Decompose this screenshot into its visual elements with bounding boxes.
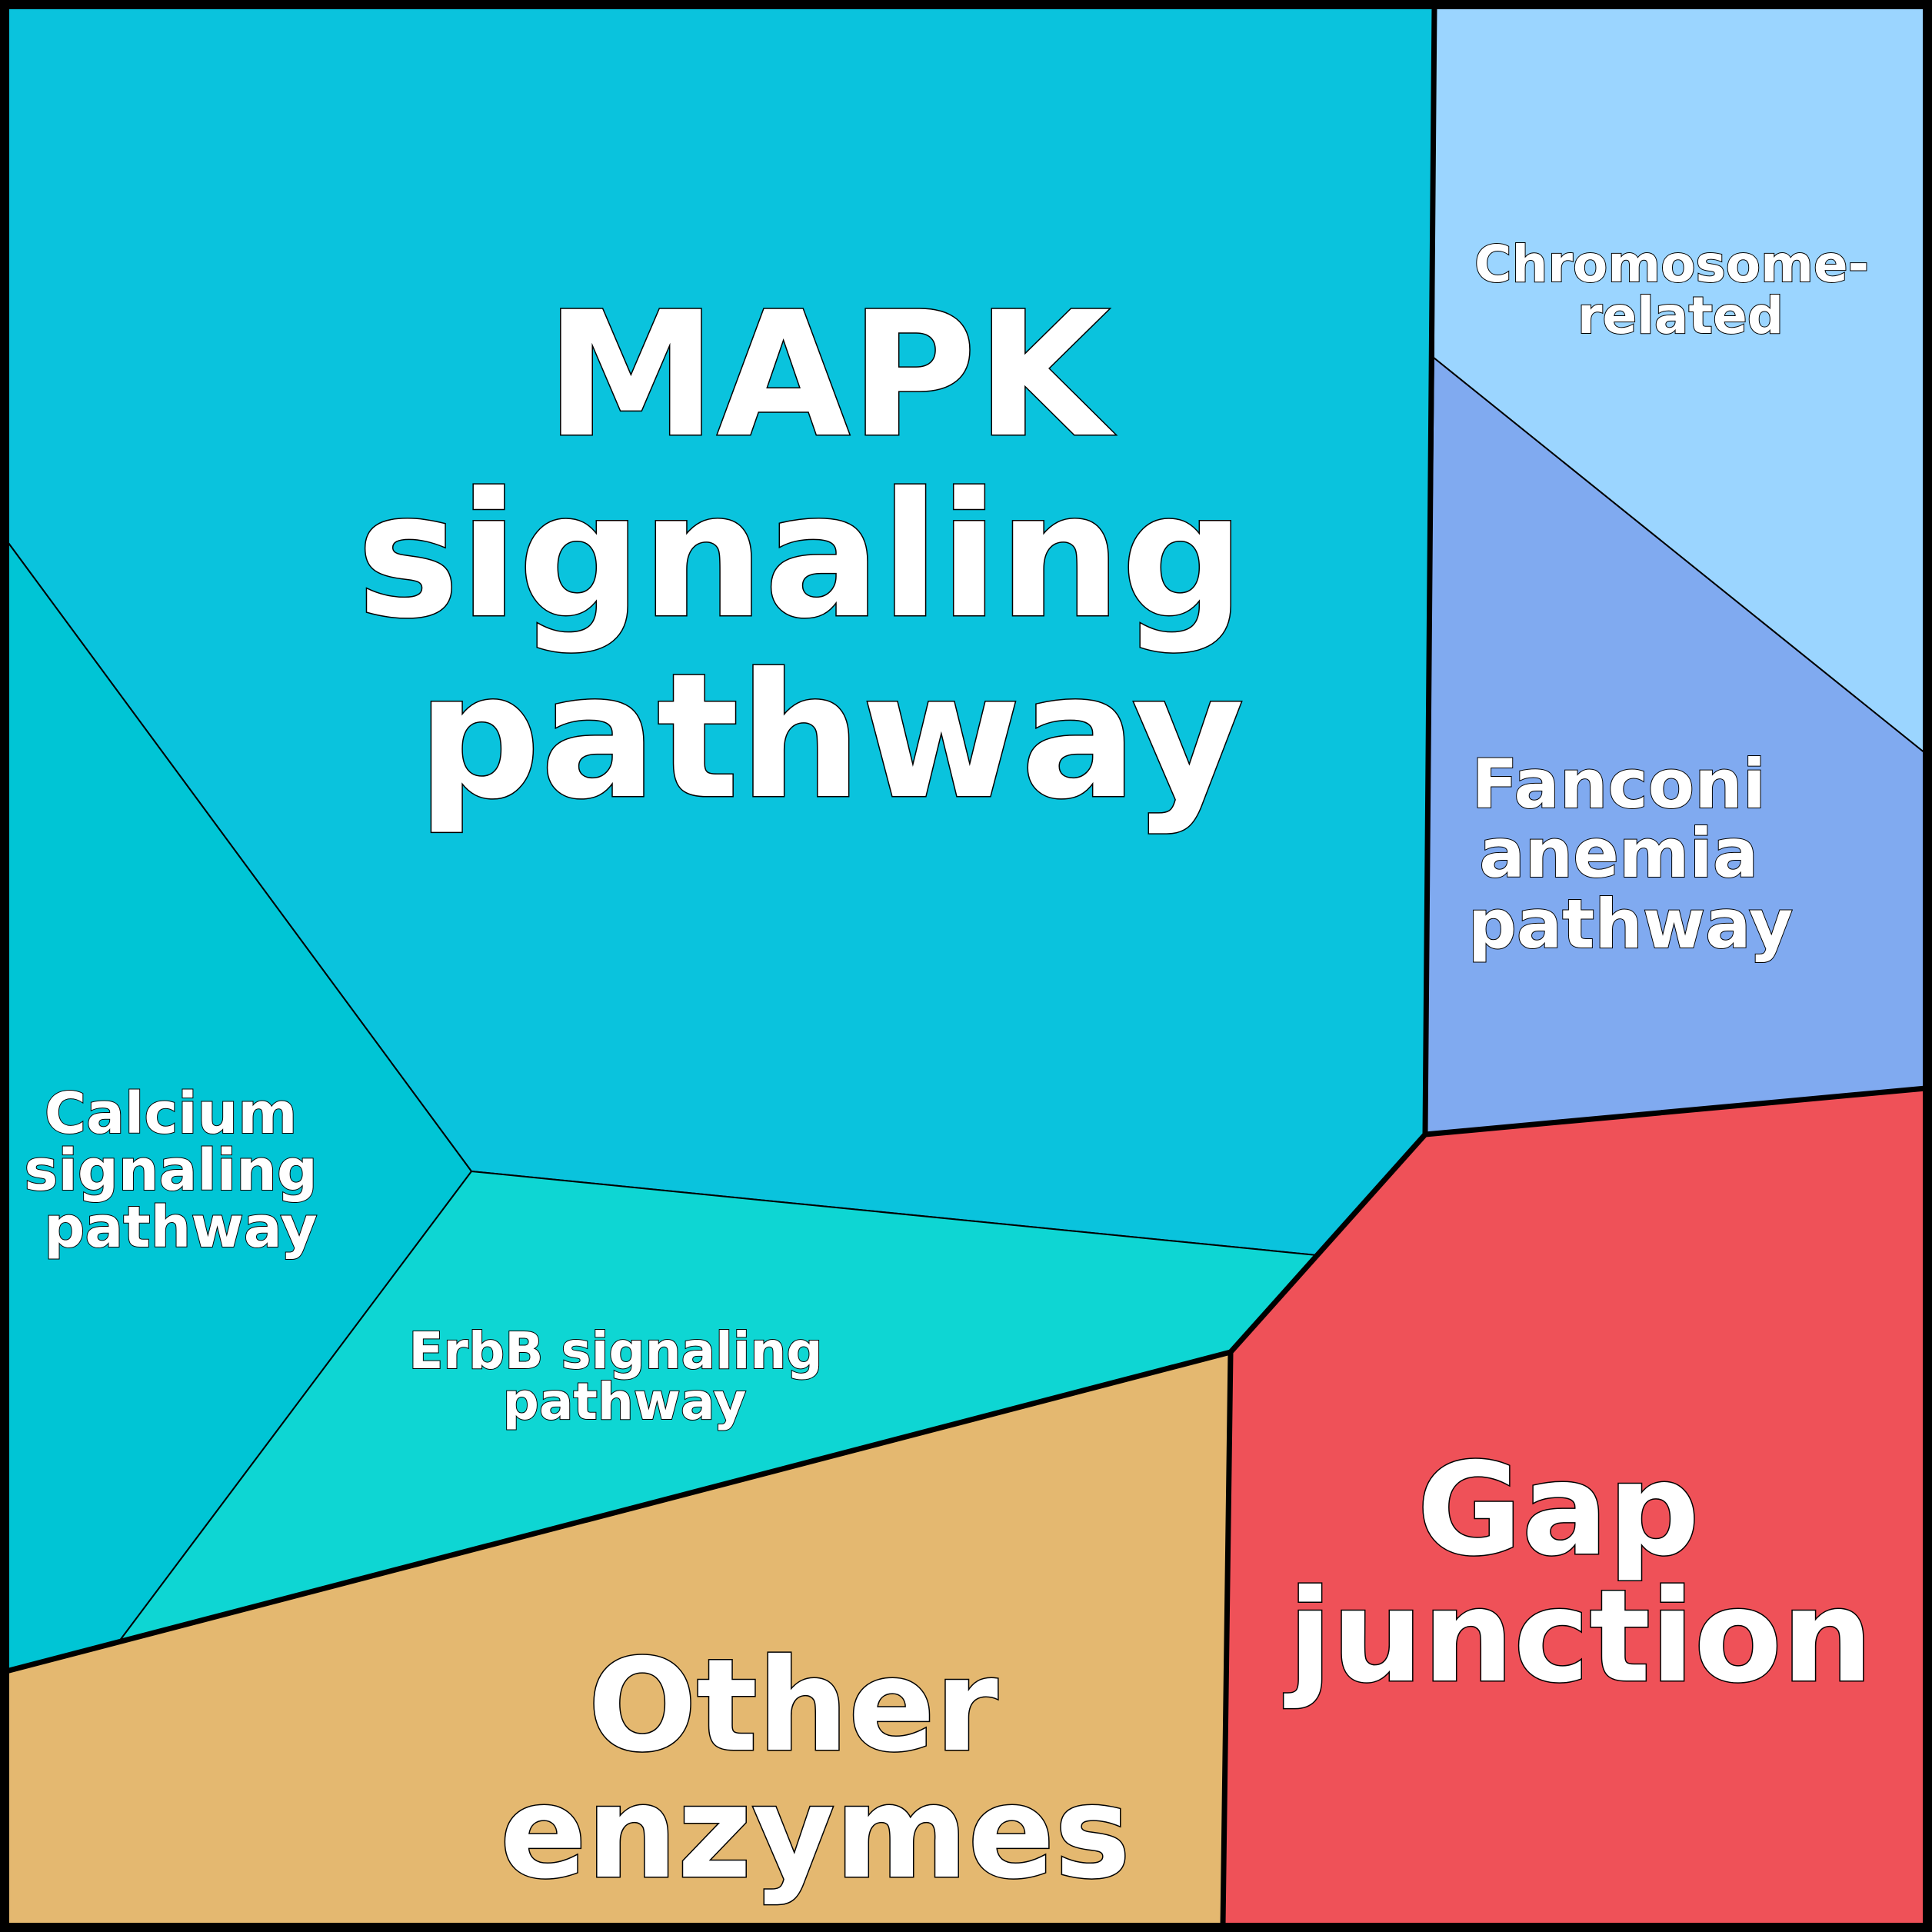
label-gap-line-2: junction [1284,1563,1873,1711]
label-gap: Gap junction [1284,1436,1873,1711]
label-fanconi: Fanconi anemia pathway [1468,744,1793,964]
label-erbb-line-2: pathway [503,1372,747,1431]
regions [5,5,1927,1927]
label-gap-line-1: Gap [1417,1436,1700,1584]
label-calcium-line-2: signaling [24,1138,317,1204]
label-erbb: ErbB signaling pathway [408,1321,840,1431]
label-other-line-1: Other [588,1632,998,1780]
group-boundaries [5,5,1927,1927]
label-calcium: Calcium signaling pathway [24,1081,337,1261]
label-calcium-line-1: Calcium [45,1081,298,1147]
label-fanconi-line-2: anemia [1479,814,1758,893]
label-mapk-line-1: MAPK [545,275,1115,475]
boundary-bottom-left [5,1349,1231,1674]
label-mapk-line-3: pathway [417,636,1244,837]
label-calcium-line-3: pathway [44,1194,317,1261]
label-chromosome-line-1: Chromosome- [1474,235,1869,294]
label-erbb-line-1: ErbB signaling [408,1321,822,1381]
label-mapk-line-2: signaling [357,455,1244,656]
label-other: Other enzymes [500,1632,1131,1907]
label-fanconi-line-1: Fanconi [1471,744,1765,824]
label-chromosome-line-2: related [1577,286,1784,345]
label-fanconi-line-3: pathway [1468,884,1793,964]
label-mapk: MAPK signaling pathway [357,275,1304,837]
label-other-line-2: enzymes [500,1759,1131,1907]
labels: MAPK signaling pathway Calcium signaling… [23,234,1887,1909]
label-chromosome: Chromosome- related [1474,235,1887,345]
